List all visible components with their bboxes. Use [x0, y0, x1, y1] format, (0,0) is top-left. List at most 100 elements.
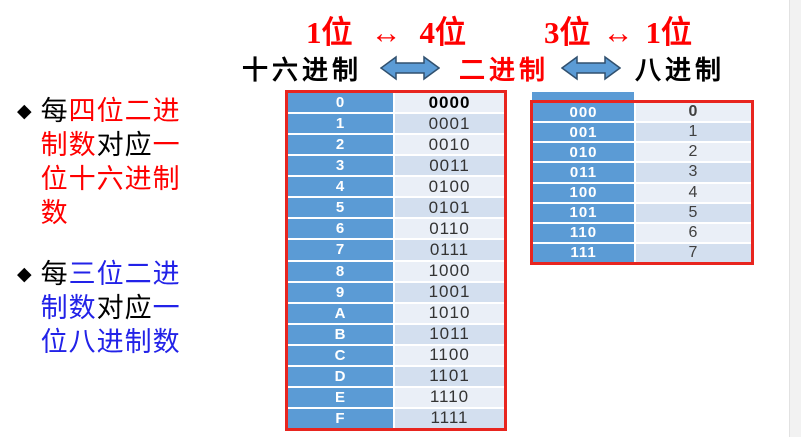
- binary-value-cell: 0101: [395, 198, 504, 218]
- diamond-bullet-icon: ◆: [17, 264, 32, 285]
- binary-value-cell: 0010: [395, 135, 504, 155]
- binary-value-cell: 0110: [395, 219, 504, 239]
- octal-digit-cell: 1: [636, 123, 751, 142]
- bullet-oct-rule: ◆ 每三位二进制数对应一位八进制数: [17, 257, 185, 359]
- text-segment-red: 四位二进制数: [40, 96, 181, 160]
- bullet-oct-rule-text: 每三位二进制数对应一位八进制数: [41, 257, 185, 359]
- binary-value-cell: 0000: [395, 93, 504, 113]
- double-arrow-icon: [561, 55, 621, 81]
- text-segment-blue: 三位二进制数: [40, 259, 181, 323]
- scrollbar-track[interactable]: [789, 0, 801, 437]
- binary-value-cell: 0100: [395, 177, 504, 197]
- binary-value-cell: 1101: [395, 366, 504, 386]
- text-segment: 每: [40, 96, 69, 126]
- hex-digit-cell: C: [288, 345, 395, 365]
- octal-digit-cell: 0: [636, 103, 751, 122]
- octal-digit-cell: 7: [636, 243, 751, 262]
- octal-digit-cell: 2: [636, 143, 751, 162]
- text-segment-red: 一位十六进制数: [40, 130, 181, 228]
- binary-value-cell: 011: [533, 163, 636, 182]
- diamond-bullet-icon: ◆: [17, 101, 32, 122]
- hex-digit-cell: 2: [288, 135, 395, 155]
- binary-value-cell: 110: [533, 223, 636, 242]
- binary-value-cell: 0001: [395, 114, 504, 134]
- binary-value-cell: 001: [533, 123, 636, 142]
- binary-value-cell: 1000: [395, 261, 504, 281]
- binary-value-cell: 1100: [395, 345, 504, 365]
- binary-value-cell: 1111: [395, 408, 504, 428]
- hex-digit-cell: D: [288, 366, 395, 386]
- ratio-right-digits2: 1位: [645, 15, 693, 50]
- octal-digit-cell: 4: [636, 183, 751, 202]
- hex-digit-cell: 0: [288, 93, 395, 113]
- binary-value-cell: 0011: [395, 156, 504, 176]
- binary-value-cell: 1110: [395, 387, 504, 407]
- bullet-hex-rule: ◆ 每四位二进制数对应一位十六进制数: [17, 94, 185, 230]
- hex-digit-cell: A: [288, 303, 395, 323]
- bullet-hex-rule-text: 每四位二进制数对应一位十六进制数: [41, 94, 185, 230]
- hex-digit-cell: 8: [288, 261, 395, 281]
- binary-value-cell: 0111: [395, 240, 504, 260]
- hex-digit-cell: 9: [288, 282, 395, 302]
- text-segment: 对应: [96, 293, 153, 323]
- hex-digit-cell: 1: [288, 114, 395, 134]
- hex-digit-cell: 4: [288, 177, 395, 197]
- octal-digit-cell: 5: [636, 203, 751, 222]
- hex-digit-cell: 3: [288, 156, 395, 176]
- hex-digit-cell: E: [288, 387, 395, 407]
- binary-value-cell: 101: [533, 203, 636, 222]
- octal-table-top-cap: [532, 92, 634, 100]
- ratio-hex-to-bin: 1位 ↔ 4位: [306, 7, 466, 52]
- binary-label: 二进制: [459, 55, 550, 85]
- left-right-arrow-glyph: ↔: [370, 15, 402, 50]
- ratio-left-digits2: 4位: [419, 15, 467, 50]
- hex-digit-cell: 7: [288, 240, 395, 260]
- binary-value-cell: 111: [533, 243, 636, 262]
- text-segment: 对应: [96, 130, 153, 160]
- hex-digit-cell: 5: [288, 198, 395, 218]
- ratio-right-digits: 3位: [544, 15, 591, 50]
- hex-digit-cell: F: [288, 408, 395, 428]
- octal-label: 八进制: [635, 55, 726, 85]
- binary-value-cell: 1001: [395, 282, 504, 302]
- ratio-bin-to-oct: 3位 ↔ 1位: [544, 7, 692, 52]
- hexadecimal-label: 十六进制: [242, 55, 363, 85]
- hex-digit-cell: B: [288, 324, 395, 344]
- octal-digit-cell: 3: [636, 163, 751, 182]
- text-segment: 每: [40, 259, 69, 289]
- binary-value-cell: 100: [533, 183, 636, 202]
- octal-digit-cell: 6: [636, 223, 751, 242]
- binary-value-cell: 000: [533, 103, 636, 122]
- hex-digit-cell: 6: [288, 219, 395, 239]
- double-arrow-icon: [380, 55, 440, 81]
- binary-value-cell: 010: [533, 143, 636, 162]
- binary-value-cell: 1010: [395, 303, 504, 323]
- text-segment-blue: 一位八进制数: [40, 293, 181, 357]
